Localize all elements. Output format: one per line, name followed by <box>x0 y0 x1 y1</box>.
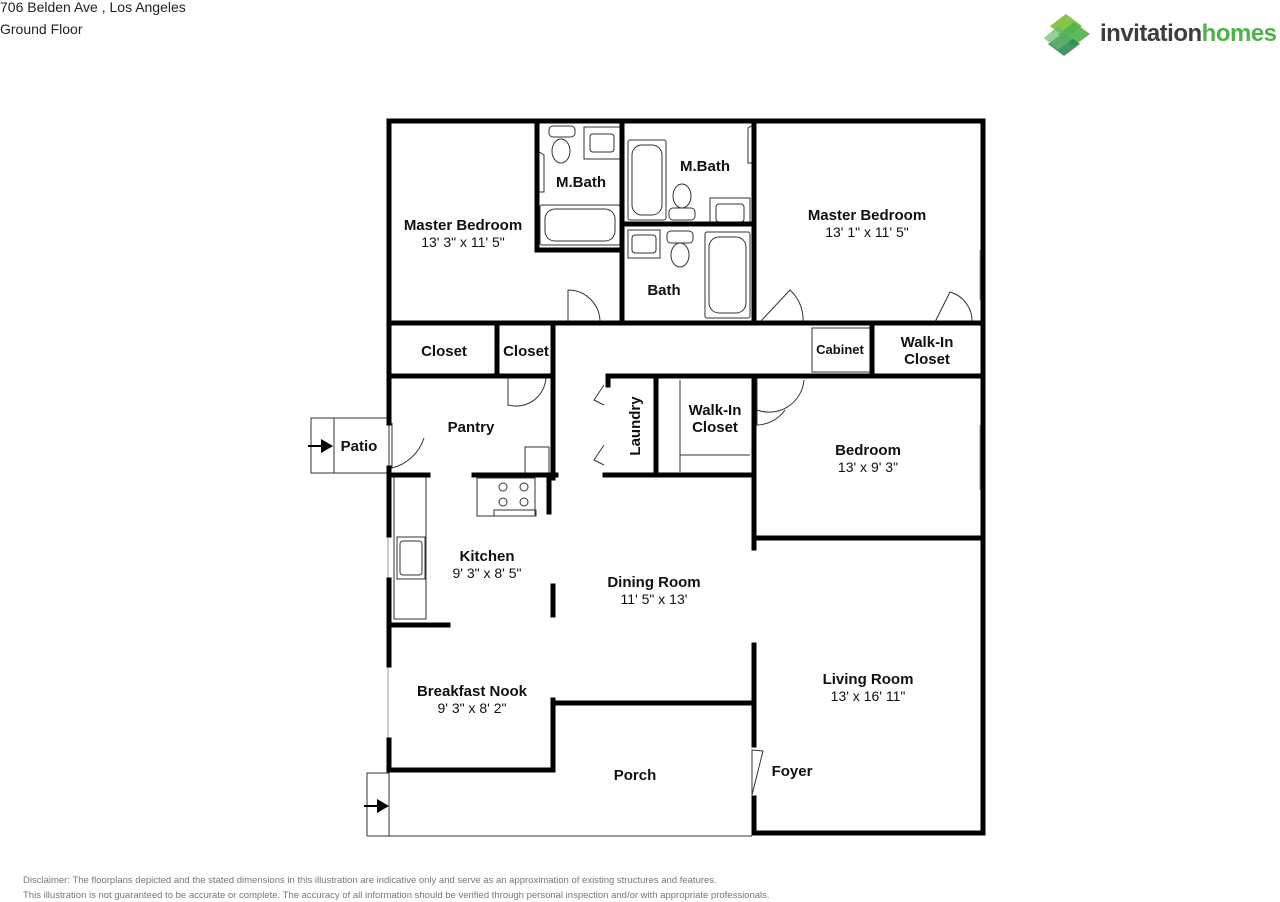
room-label-patio: Patio <box>341 438 378 455</box>
invitation-homes-logo: invitationhomes <box>1044 12 1280 60</box>
room-dims-living-room: 13' x 16' 11" <box>831 688 906 704</box>
floor-label: Ground Floor <box>0 21 83 37</box>
room-label-mbath-left: M.Bath <box>556 174 606 191</box>
room-dims-bedroom: 13' x 9' 3" <box>838 459 898 475</box>
room-label-foyer: Foyer <box>772 763 813 780</box>
room-label-laundry: Laundry <box>627 396 644 456</box>
room-label-walkin-closet-top-2: Closet <box>904 351 950 368</box>
room-label-pantry: Pantry <box>448 419 495 436</box>
room-label-master-bedroom-right: Master Bedroom <box>808 207 926 224</box>
room-label-bedroom: Bedroom <box>835 442 901 459</box>
room-label-walkin-closet-top-1: Walk-In <box>901 334 954 351</box>
room-label-master-bedroom-left: Master Bedroom <box>404 217 522 234</box>
entry-arrows <box>308 439 389 813</box>
disclaimer-line-1: Disclaimer: The floorplans depicted and … <box>23 875 717 886</box>
room-label-walkin-closet-mid-2: Closet <box>692 419 738 436</box>
room-dims-master-bedroom-left: 13' 3" x 11' 5" <box>421 234 505 250</box>
room-label-closet-2: Closet <box>503 343 549 360</box>
room-dims-breakfast-nook: 9' 3" x 8' 2" <box>438 700 507 716</box>
porch-entry-arrow-icon <box>377 799 389 813</box>
room-label-walkin-closet-mid-1: Walk-In <box>689 402 742 419</box>
room-label-closet-1: Closet <box>421 343 467 360</box>
room-dims-kitchen: 9' 3" x 8' 5" <box>453 565 522 581</box>
logo-word-invitation: invitation <box>1100 20 1202 47</box>
logo-word-homes: homes <box>1201 20 1277 47</box>
walls <box>386 118 986 836</box>
room-label-dining-room: Dining Room <box>607 574 700 591</box>
room-dims-dining-room: 11' 5" x 13' <box>621 591 688 607</box>
room-label-cabinet: Cabinet <box>816 342 864 357</box>
room-dims-master-bedroom-right: 13' 1" x 11' 5" <box>825 224 909 240</box>
room-label-mbath-right: M.Bath <box>680 158 730 175</box>
logo-mark-icon <box>1044 14 1090 56</box>
room-label-bath: Bath <box>647 282 680 299</box>
patio-entry-arrow-icon <box>321 439 333 453</box>
room-label-breakfast-nook: Breakfast Nook <box>417 683 528 700</box>
logo-wordmark: invitationhomes <box>1100 20 1277 48</box>
fixtures <box>310 120 981 837</box>
room-label-porch: Porch <box>614 767 657 784</box>
address-text: 706 Belden Ave , Los Angeles <box>0 0 186 15</box>
disclaimer-line-2: This illustration is not guaranteed to b… <box>23 890 770 901</box>
room-label-kitchen: Kitchen <box>459 548 514 565</box>
room-label-living-room: Living Room <box>823 671 914 688</box>
